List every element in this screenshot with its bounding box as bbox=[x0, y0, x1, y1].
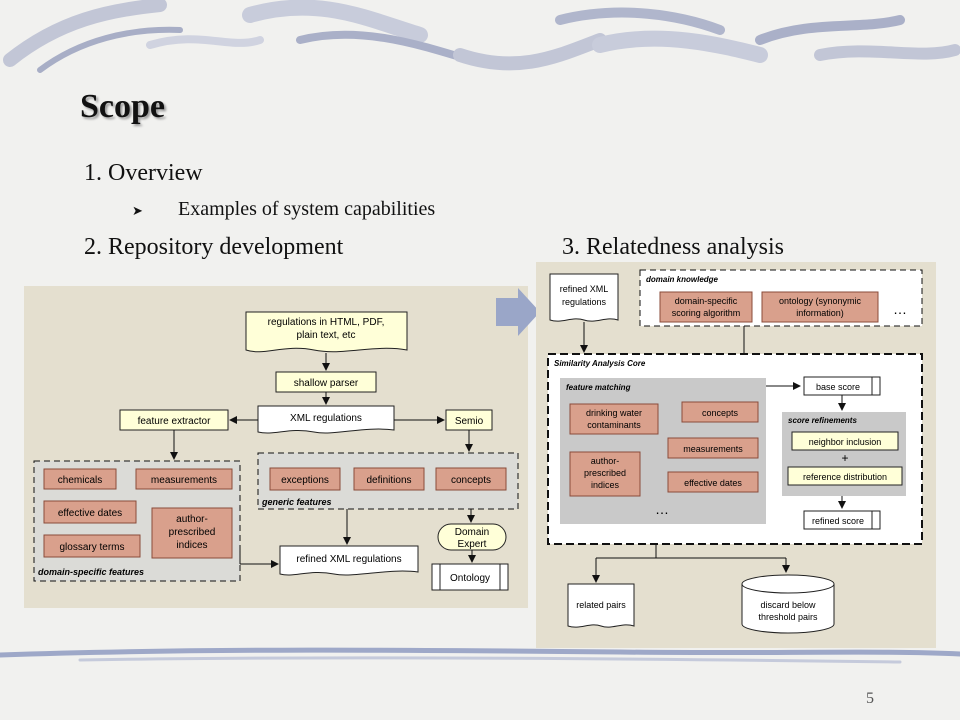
input-doc-line2: plain text, etc bbox=[297, 330, 356, 341]
domain-features-label: domain-specific features bbox=[38, 567, 144, 577]
scoring-algorithm-line1: domain-specific bbox=[675, 296, 738, 306]
footer-brush-stroke bbox=[0, 647, 960, 664]
base-score-label: base score bbox=[816, 382, 860, 392]
domain-expert-line1: Domain bbox=[455, 527, 489, 538]
header-brush-banner bbox=[0, 0, 960, 80]
domain-knowledge-label: domain knowledge bbox=[646, 275, 719, 284]
drinking-water-box bbox=[569, 403, 659, 435]
feature-definitions bbox=[353, 467, 425, 491]
shallow-parser-label: shallow parser bbox=[294, 378, 359, 389]
feature-exceptions bbox=[269, 467, 341, 491]
concepts-label: concepts bbox=[702, 408, 739, 418]
author-indices-line1: author- bbox=[176, 514, 208, 525]
refined-xml-doc bbox=[279, 545, 419, 576]
input-doc-line1: regulations in HTML, PDF, bbox=[268, 317, 385, 328]
feature-measurements-label: measurements bbox=[151, 475, 217, 486]
author-indices-line2: prescribed bbox=[169, 527, 216, 538]
discard-line1: discard below bbox=[760, 600, 816, 610]
outline-item-overview: 1. Overview bbox=[84, 160, 203, 186]
big-right-arrow-icon bbox=[496, 288, 540, 336]
discard-line2: threshold pairs bbox=[758, 612, 818, 622]
feature-glossary-terms-label: glossary terms bbox=[59, 542, 124, 553]
outline-subitem-examples: Examples of system capabilities bbox=[178, 198, 436, 220]
semio-label: Semio bbox=[455, 416, 484, 427]
neighbor-inclusion-box bbox=[791, 431, 899, 451]
core-label: Similarity Analysis Core bbox=[554, 359, 646, 368]
outline-item-relatedness: 3. Relatedness analysis bbox=[562, 234, 784, 260]
effective-dates-box bbox=[667, 471, 759, 493]
bullet-arrow-icon: ➤ bbox=[132, 203, 143, 218]
score-refinements-label: score refinements bbox=[788, 416, 857, 425]
ontology-synonymic-box bbox=[761, 291, 879, 323]
drinking-water-line2: contaminants bbox=[587, 420, 641, 430]
refined-xml-input-doc bbox=[549, 273, 619, 322]
feature-glossary-terms bbox=[43, 534, 141, 558]
reference-distribution-label: reference distribution bbox=[803, 472, 887, 482]
refined-score-box bbox=[803, 510, 881, 530]
relatedness-analysis-diagram: refined XML regulations domain knowledge… bbox=[536, 262, 936, 648]
repository-development-diagram: regulations in HTML, PDF, plain text, et… bbox=[24, 286, 528, 608]
feature-effective-dates bbox=[43, 500, 137, 524]
xml-regulations-label: XML regulations bbox=[290, 413, 362, 424]
feature-extractor-label: feature extractor bbox=[138, 416, 211, 427]
right-author-line2: prescribed bbox=[584, 468, 626, 478]
feature-concepts bbox=[435, 467, 507, 491]
feature-definitions-label: definitions bbox=[366, 475, 411, 486]
domain-knowledge-ellipsis: … bbox=[893, 301, 907, 317]
feature-chemicals-label: chemicals bbox=[58, 475, 102, 486]
ontology-synonymic-line2: information) bbox=[796, 308, 844, 318]
feature-author-indices bbox=[151, 507, 233, 559]
author-indices-line3: indices bbox=[176, 540, 207, 551]
input-documents-box bbox=[245, 311, 408, 353]
drinking-water-line1: drinking water bbox=[586, 408, 642, 418]
plus-sign: + bbox=[841, 451, 848, 465]
feature-exceptions-label: exceptions bbox=[281, 475, 329, 486]
feature-effective-dates-label: effective dates bbox=[58, 508, 122, 519]
refined-xml-input-line2: regulations bbox=[562, 297, 607, 307]
outline-item-repository: 2. Repository development bbox=[84, 234, 344, 260]
related-pairs-doc bbox=[567, 583, 635, 628]
ontology-synonymic-line1: ontology (synonymic bbox=[779, 296, 862, 306]
slide-title: Scope bbox=[80, 88, 165, 125]
discard-pairs-store bbox=[741, 574, 835, 634]
author-indices-box bbox=[569, 451, 641, 497]
xml-regulations-doc bbox=[257, 405, 395, 434]
right-author-line3: indices bbox=[591, 480, 620, 490]
refined-score-label: refined score bbox=[812, 516, 864, 526]
feature-matching-label: feature matching bbox=[566, 383, 631, 392]
feature-matching-ellipsis: … bbox=[655, 501, 669, 517]
effective-dates-label: effective dates bbox=[684, 478, 742, 488]
refined-xml-label: refined XML regulations bbox=[296, 554, 401, 565]
refined-xml-input-line1: refined XML bbox=[560, 284, 609, 294]
reference-distribution-box bbox=[787, 466, 903, 486]
neighbor-inclusion-label: neighbor inclusion bbox=[809, 437, 882, 447]
measurements-box bbox=[667, 437, 759, 459]
measurements-label: measurements bbox=[683, 444, 743, 454]
page-number: 5 bbox=[866, 690, 874, 707]
ontology-store bbox=[431, 563, 509, 591]
feature-chemicals bbox=[43, 468, 117, 490]
related-pairs-label: related pairs bbox=[576, 600, 626, 610]
domain-expert-line2: Expert bbox=[458, 539, 487, 550]
right-author-line1: author- bbox=[591, 456, 620, 466]
feature-concepts-label: concepts bbox=[451, 475, 491, 486]
concepts-box bbox=[681, 401, 759, 423]
generic-features-label: generic features bbox=[261, 497, 332, 507]
scoring-algorithm-line2: scoring algorithm bbox=[672, 308, 741, 318]
feature-measurements bbox=[135, 468, 233, 490]
ontology-label: Ontology bbox=[450, 573, 490, 584]
scoring-algorithm-box bbox=[659, 291, 753, 323]
